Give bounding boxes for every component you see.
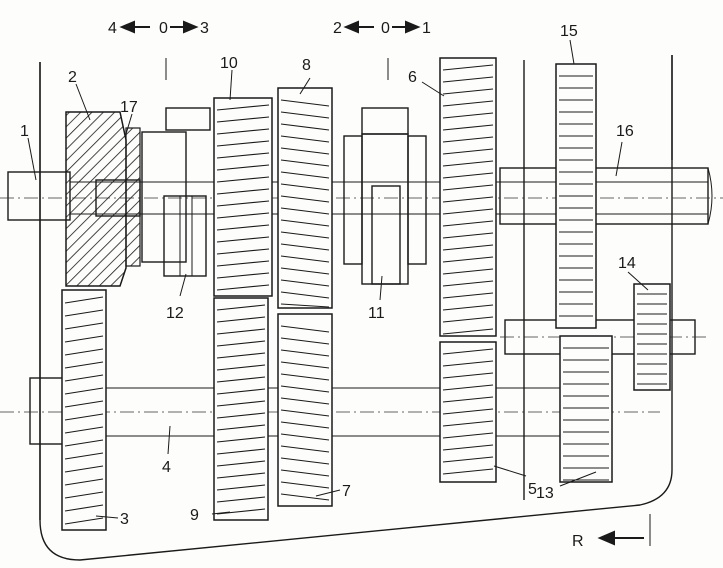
label-part-16: 16 — [616, 123, 634, 140]
label-part-14: 14 — [618, 255, 636, 272]
gear-10-main — [213, 97, 273, 297]
shift-4-label: 4 — [108, 20, 117, 37]
synchro-hub-12 — [163, 107, 211, 277]
housing-outline — [39, 55, 673, 561]
shift-right-neutral-label: 0 — [381, 20, 390, 37]
label-part-12: 12 — [166, 305, 184, 322]
label-part-13: 13 — [536, 485, 554, 502]
label-part-10: 10 — [220, 55, 238, 72]
countershaft-bearing — [29, 377, 65, 445]
label-part-17: 17 — [120, 99, 138, 116]
label-part-1: 1 — [20, 123, 29, 140]
output-shaft-break — [707, 167, 713, 225]
label-part-2: 2 — [68, 69, 77, 86]
shift-left-neutral-label: 0 — [159, 20, 168, 37]
shift-1-label: 1 — [422, 20, 431, 37]
label-part-15: 15 — [560, 23, 578, 40]
shift-right-arrow-2-icon — [392, 20, 421, 34]
reverse-label: R — [572, 533, 584, 550]
gear-15-reverse-main — [555, 63, 597, 329]
shift-2-label: 2 — [333, 20, 342, 37]
gear-3-counter — [61, 289, 107, 531]
gear-6-main — [439, 57, 497, 337]
shift-right-arrow-icon — [170, 20, 199, 34]
spigot-bearing — [95, 179, 141, 217]
gear-9-counter — [213, 297, 269, 521]
reverse-arrow-icon — [597, 530, 644, 546]
label-part-6: 6 — [408, 69, 417, 86]
shift-left-arrow-2-icon — [343, 20, 374, 34]
label-part-5: 5 — [528, 481, 537, 498]
label-part-11: 11 — [368, 305, 385, 322]
shift-left-arrow-icon — [119, 20, 150, 34]
shift-3-label: 3 — [200, 20, 209, 37]
label-part-8: 8 — [302, 57, 311, 74]
label-part-4: 4 — [162, 459, 171, 476]
gear-5-counter — [439, 341, 497, 483]
input-shaft — [7, 171, 71, 221]
label-part-7: 7 — [342, 483, 351, 500]
gear-14-reverse-idler — [633, 283, 671, 391]
gear-7-counter — [277, 313, 333, 507]
synchro-hub-11 — [343, 107, 427, 285]
label-part-9: 9 — [190, 507, 199, 524]
gear-13-reverse-counter — [559, 335, 613, 483]
synchro-ring-17 — [125, 127, 141, 267]
gear-8-main — [277, 87, 333, 309]
label-part-3: 3 — [120, 511, 129, 528]
leader-lines — [27, 39, 649, 519]
output-shaft — [499, 167, 709, 225]
